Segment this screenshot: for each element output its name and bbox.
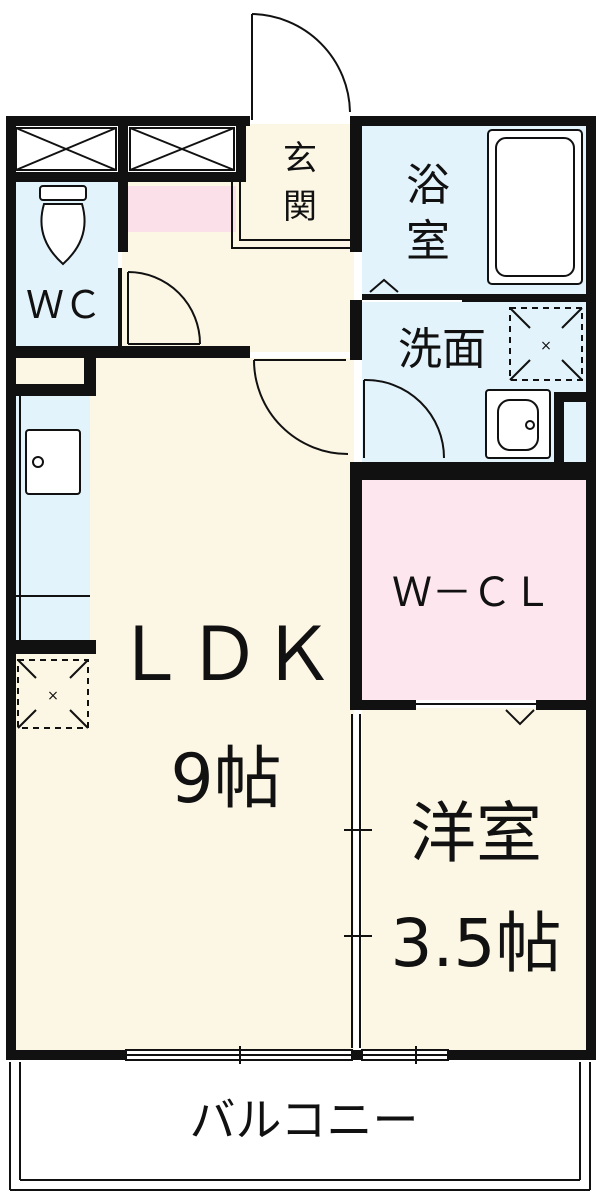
senmen-label: 洗面	[398, 324, 486, 375]
washbasin-icon	[485, 389, 551, 459]
storage-box-right	[129, 127, 235, 171]
balcony-outline	[9, 1062, 591, 1191]
youshitsu-label: 洋室	[410, 795, 542, 872]
wcl-floor	[362, 480, 586, 700]
genkan-label-1: 玄	[283, 139, 317, 179]
bathtub-icon	[487, 129, 583, 285]
entrance-step	[128, 186, 236, 232]
wc-door	[127, 271, 201, 345]
fridge-space: ×	[17, 659, 89, 729]
storage-box-left	[15, 127, 117, 171]
bath-step	[369, 278, 399, 293]
genkan-floor	[246, 124, 354, 242]
walls	[6, 116, 596, 1060]
ldk-size: 9帖	[170, 740, 281, 819]
wall-segment	[352, 1050, 362, 1060]
bath-label-1: 浴	[406, 160, 450, 211]
senmen-door	[363, 378, 445, 459]
entrance-door	[251, 13, 351, 120]
kitchen-sink-icon	[25, 429, 81, 495]
genkan-label-2: 関	[283, 187, 317, 227]
wall-segment	[448, 1050, 586, 1060]
youshitsu-floor	[362, 708, 586, 1052]
svg-text:×: ×	[47, 688, 59, 704]
balcony-label: バルコニー	[189, 1093, 418, 1147]
svg-text:×: ×	[540, 338, 552, 354]
genkan-rails	[231, 182, 352, 249]
youshitsu-size: 3.5帖	[391, 905, 562, 982]
wcl-opening	[416, 703, 536, 726]
bath-label-2: 室	[406, 216, 450, 267]
ldk-door	[253, 359, 349, 455]
ldk-label: ＬＤＫ	[113, 612, 335, 698]
washer-pan: ×	[509, 307, 583, 381]
wcl-label: Ｗ－ＣＬ	[392, 570, 552, 616]
wc-label: ＷＣ	[26, 283, 102, 327]
toilet-icon	[39, 185, 87, 266]
sliding-door-youshitsu	[344, 714, 372, 1048]
